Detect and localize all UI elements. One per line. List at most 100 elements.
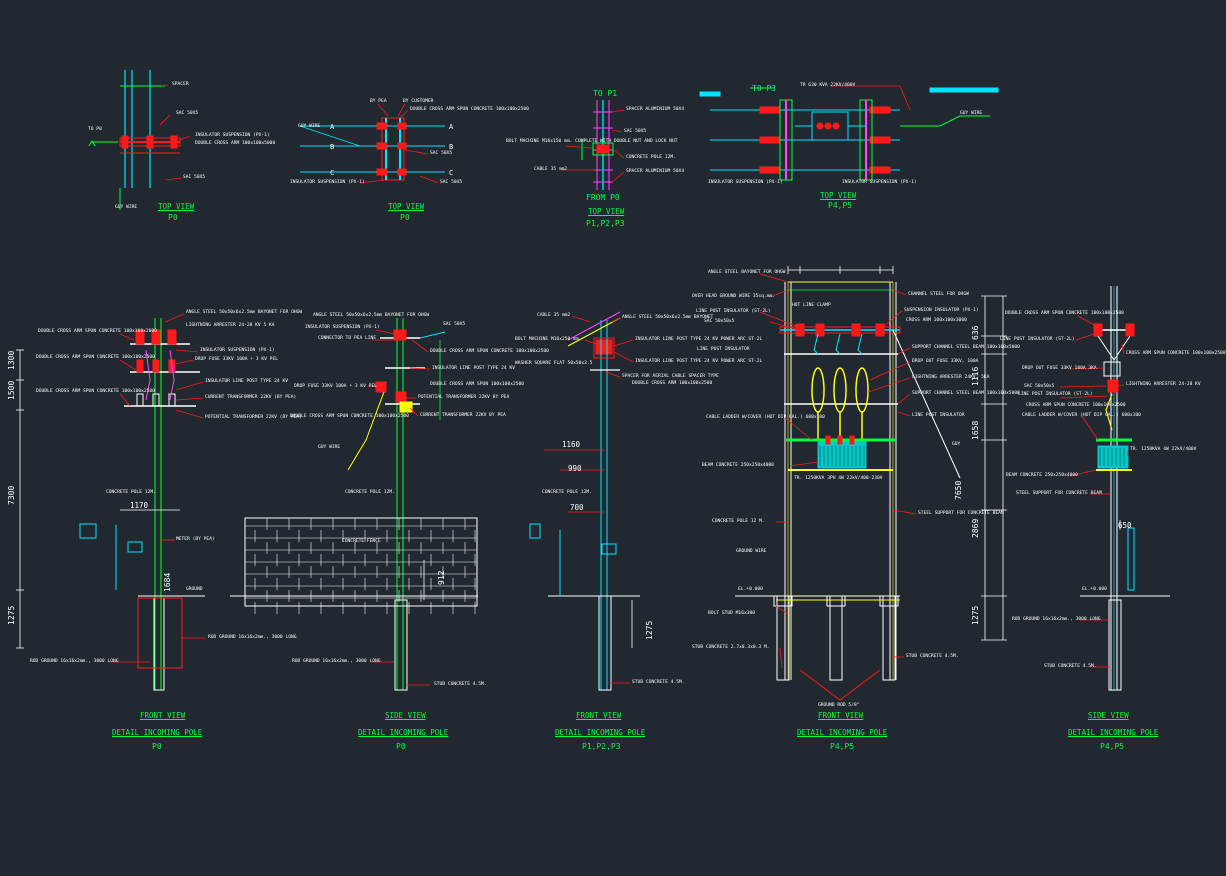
- leader-line: [161, 84, 169, 87]
- leader-line: [564, 145, 593, 149]
- sv1-view: SIDE VIEW: [385, 711, 426, 720]
- fv4-tr-label: TR. 1250KVA 3PH 4W 22kV/400-230V: [794, 476, 883, 481]
- sv1-stub-label: STUB CONCRETE 4.5M.: [434, 682, 487, 687]
- tv3-title: TOP VIEW: [588, 207, 625, 216]
- tv4-to-label: TO P3: [752, 84, 777, 93]
- leader-line: [605, 371, 621, 378]
- sv4-arm-label: DOUBLE CROSS ARM SPUN CONCRETE 100x100x2…: [1005, 311, 1124, 316]
- fv4-bushing: [825, 435, 831, 445]
- tv1-to-label: TO P0: [88, 127, 102, 132]
- fv1-dim-1275: 1275: [7, 605, 16, 625]
- sv4-fuse: [1103, 361, 1121, 377]
- tv4-insulator: [759, 106, 781, 114]
- fv1-dim-1170: 1170: [130, 501, 149, 510]
- tv1-insulator: [170, 135, 178, 149]
- fv4-sac-label: SAC 50x50x5: [704, 319, 735, 324]
- fv4-ohgw-label: OVER HEAD GROUND WIRE 35sq.mm.: [692, 294, 775, 299]
- leader-line: [175, 381, 204, 391]
- fv4-dim-2869: 2869: [971, 518, 980, 538]
- leader-line: [611, 171, 625, 183]
- tv4-insulator: [759, 166, 781, 174]
- fv4-bolt-label: BOLT STUD M16x300: [708, 611, 756, 616]
- sv1-fuse: [375, 381, 387, 393]
- fv4-ground-label: GROUND WIRE: [736, 549, 767, 554]
- sv1-dim-912: 912: [437, 570, 446, 585]
- fv1-rod2-label: ROD GROUND 16x16x2mm., 3000 LONG: [30, 659, 119, 664]
- leader-line: [164, 313, 185, 323]
- leader-line: [1077, 315, 1097, 327]
- tv3-from-label: FROM P0: [586, 193, 620, 202]
- fv4-stub: [829, 595, 843, 681]
- fv4-dim-7650: 7650: [954, 480, 963, 500]
- tv2-gw-label: GUY WIRE: [298, 124, 321, 129]
- leader-line: [869, 361, 911, 381]
- leader-line: [613, 149, 625, 159]
- leader-line: [571, 315, 591, 323]
- tv4-bushing: [824, 122, 832, 130]
- fv1-pt: [168, 393, 176, 407]
- sv1-line: [419, 331, 446, 339]
- tv2-title: TOP VIEW: [388, 202, 425, 211]
- fv4-view: FRONT VIEW: [818, 711, 864, 720]
- sv1-fence-label: CONCRETE FENCE: [342, 539, 381, 544]
- tv4-leader: [899, 85, 911, 111]
- leader-line: [892, 289, 907, 296]
- sv4-rod-label: ROD GROUND 16x16x2mm., 3000 LONG: [1012, 617, 1101, 622]
- fv4-arrester-label: LIGHTNING ARRESTER 24KV, 5KA: [912, 375, 990, 380]
- sv4-sac-label: SAC 50x50x5: [1024, 384, 1055, 389]
- leader-line: [359, 179, 386, 184]
- sv4-cross-label: CROSS ARM SPUN CONCRETE 100x100x2500: [1126, 351, 1226, 356]
- fv1-fuse: [152, 359, 160, 373]
- leader-line: [611, 109, 625, 113]
- sv4-arrester-label: LIGHTNING ARRESTER 24-28 KV: [1126, 382, 1201, 387]
- fv2-insulator: [595, 339, 601, 355]
- fv4-fuse-label: DROP OUT FUSE 33KV, 100A: [912, 359, 979, 364]
- fv1-title: DETAIL INCOMING POLE: [112, 728, 203, 737]
- fv2-angle-label: ANGLE STEEL 50x50x6x2.5mm BAYONET: [622, 315, 714, 320]
- tv3-to-label: TO P1: [593, 89, 618, 98]
- fv4-channel-label: CHANNEL STEEL FOR OHGW: [908, 292, 969, 297]
- fv4-stub-cap: [773, 595, 793, 607]
- tv4-insulator: [869, 106, 891, 114]
- fv4-transformer: [817, 441, 867, 469]
- sv4-lp2-label: LINE POST INSULATOR (ST-2L): [1018, 392, 1093, 397]
- fv2-meter-box: [529, 523, 541, 539]
- fv4-steel-label: STEEL SUPPORT FOR CONCRETE BEAM: [918, 511, 1004, 516]
- leader-line: [119, 393, 131, 407]
- sv1-arm2-label: DOUBLE CROSS ARM SPUN 100x100x2500: [430, 382, 525, 387]
- tv2-bypea-label: BY PEA: [370, 99, 387, 104]
- sv1-ct: [399, 401, 413, 413]
- fv1-ins-label: INSULATOR SUSPENSION (PX-1): [200, 348, 275, 353]
- sv1-fuse-label: DROP FUSE 33KV 100A + 3 KV PEL: [294, 384, 377, 389]
- tv1-ref: P0: [168, 213, 178, 222]
- tv1-sac1-label: SAC 50X5: [176, 111, 199, 116]
- fv1-dim-cable: 1684: [163, 572, 172, 592]
- sv4-title: DETAIL INCOMING POLE: [1068, 728, 1159, 737]
- fv1-lp-label: INSULATOR LINE POST TYPE 24 KV: [205, 379, 288, 384]
- fv4-drop: [835, 333, 841, 355]
- sv1-gw-label: GUY WIRE: [318, 445, 341, 450]
- sv1-insulator: [393, 329, 407, 341]
- fv4-drop: [813, 333, 819, 355]
- sv1-pole-label: CONCRETE POLE 12M.: [345, 490, 395, 495]
- sv1-angle-label: ANGLE STEEL 50x50x6x2.5mm BAYONET FOR OH…: [313, 313, 430, 318]
- fv1-insulator: [135, 329, 145, 345]
- fv4-rod-label: GROUND ROD 5/8": [818, 703, 860, 708]
- tv2-insulator: [376, 168, 388, 176]
- leader-line: [779, 647, 783, 669]
- sv1-arm-label: DOUBLE CROSS ARM SPUN CONCRETE 100x100x2…: [430, 349, 549, 354]
- leader-line: [375, 329, 396, 335]
- fv4-arrester-loop: [833, 367, 847, 413]
- sv4-brace: [1097, 335, 1131, 361]
- fv2-insulator: [601, 339, 607, 355]
- fv2-title: DETAIL INCOMING POLE: [555, 728, 646, 737]
- fv4-arm-label: CROSS ARM 100x100x3000: [906, 318, 967, 323]
- fv1-insulator: [167, 329, 177, 345]
- leader-line: [769, 321, 801, 331]
- leader-line: [397, 103, 406, 117]
- sv4-insulator: [1125, 323, 1135, 337]
- leader-line: [883, 310, 903, 327]
- leader-line: [409, 407, 419, 417]
- leader-line: [897, 347, 911, 355]
- fv1-arm1-label: DOUBLE CROSS ARM SPUN CONCRETE 100x100x2…: [38, 329, 157, 334]
